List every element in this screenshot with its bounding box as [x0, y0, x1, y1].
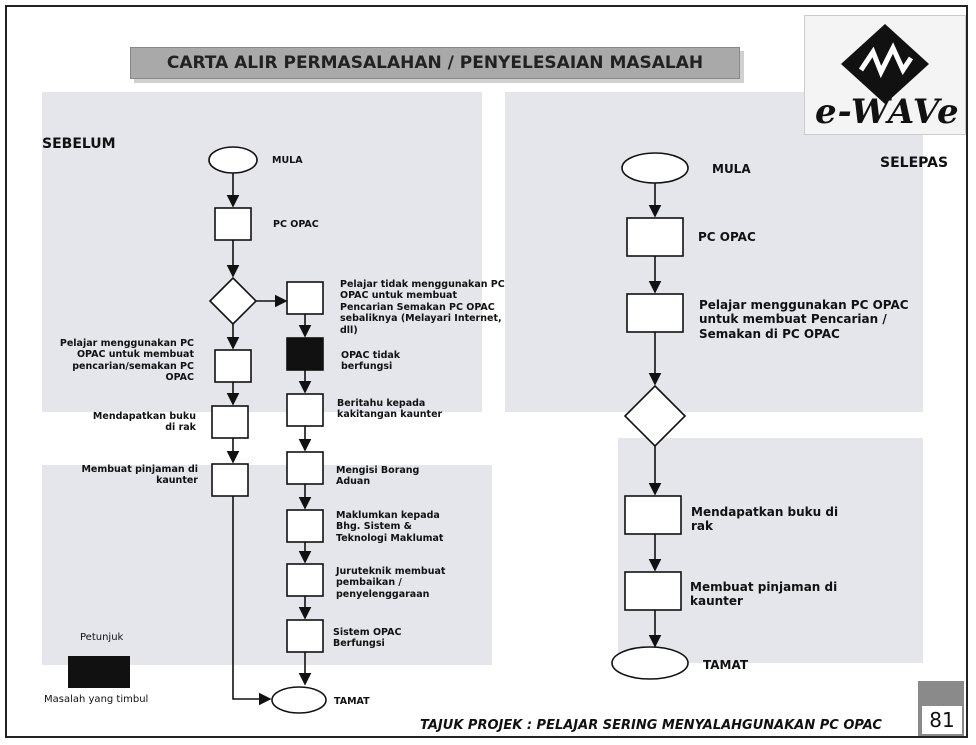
background-panel-top-left	[42, 92, 482, 412]
before-use-opac-label: Pelajar menggunakan PC OPAC untuk membua…	[59, 338, 194, 384]
before-use-opac-box	[214, 349, 252, 383]
before-end-terminal	[271, 686, 327, 714]
footer-project-title: TAJUK PROJEK : PELAJAR SERING MENYALAHGU…	[420, 718, 882, 733]
e-wave-logo: e-WAVe	[804, 15, 966, 135]
legend-label: Masalah yang timbul	[44, 694, 149, 705]
before-pc-opac-box	[214, 207, 252, 241]
after-start-label: MULA	[712, 162, 751, 176]
after-heading: SELEPAS	[880, 155, 949, 171]
after-get-book-label: Mendapatkan buku di rak	[691, 505, 839, 534]
before-technician-box	[286, 563, 324, 597]
before-borrow-label: Membuat pinjaman di kaunter	[81, 464, 198, 487]
after-use-opac-box	[626, 293, 684, 333]
before-notify-it-box	[286, 509, 324, 543]
before-decision-diamond	[208, 276, 258, 326]
after-end-terminal	[611, 646, 689, 680]
before-notify-it-label: Maklumkan kepada Bhg. Sistem & Teknologi…	[336, 510, 444, 544]
before-get-book-label: Mendapatkan buku di rak	[92, 411, 196, 434]
after-borrow-label: Membuat pinjaman di kaunter	[690, 580, 838, 609]
after-decision-diamond	[623, 384, 687, 448]
before-technician-label: Juruteknik membuat pembaikan / penyeleng…	[336, 566, 446, 600]
after-borrow-box	[624, 571, 682, 611]
before-start-label: MULA	[272, 155, 303, 166]
before-inform-staff-box	[286, 393, 324, 427]
logo-text: e-WAVe	[815, 92, 960, 132]
after-use-opac-label: Pelajar menggunakan PC OPAC untuk membua…	[699, 298, 909, 341]
before-fill-form-box	[286, 451, 324, 485]
before-opac-fail-box	[286, 337, 324, 371]
legend-swatch	[68, 656, 130, 688]
after-get-book-box	[624, 495, 682, 535]
after-pc-opac-label: PC OPAC	[698, 230, 756, 244]
before-alt-step-box	[286, 281, 324, 315]
before-end-label: TAMAT	[334, 696, 370, 707]
before-system-ok-box	[286, 619, 324, 653]
before-fill-form-label: Mengisi Borang Aduan	[336, 465, 420, 488]
before-opac-fail-label: OPAC tidak berfungsi	[341, 350, 401, 373]
page-number: 81	[922, 706, 962, 734]
before-get-book-box	[211, 405, 249, 439]
before-inform-staff-label: Beritahu kepada kakitangan kaunter	[337, 398, 443, 421]
background-panel-top-right	[505, 92, 923, 412]
before-system-ok-label: Sistem OPAC Berfungsi	[333, 627, 402, 650]
page-title: CARTA ALIR PERMASALAHAN / PENYELESAIAN M…	[130, 47, 740, 79]
wave-emblem-icon	[841, 24, 929, 104]
after-pc-opac-box	[626, 217, 684, 257]
before-heading: SEBELUM	[42, 136, 116, 152]
background-panel-bottom-right	[618, 438, 923, 663]
before-start-terminal	[208, 146, 258, 174]
before-alt-step-label: Pelajar tidak menggunakan PC OPAC untuk …	[340, 279, 505, 336]
before-borrow-box	[211, 463, 249, 497]
after-end-label: TAMAT	[703, 658, 749, 672]
legend-title: Petunjuk	[80, 632, 124, 643]
background-panel-bottom-left	[42, 465, 492, 665]
before-pc-opac-label: PC OPAC	[273, 219, 319, 230]
after-start-terminal	[621, 152, 689, 184]
